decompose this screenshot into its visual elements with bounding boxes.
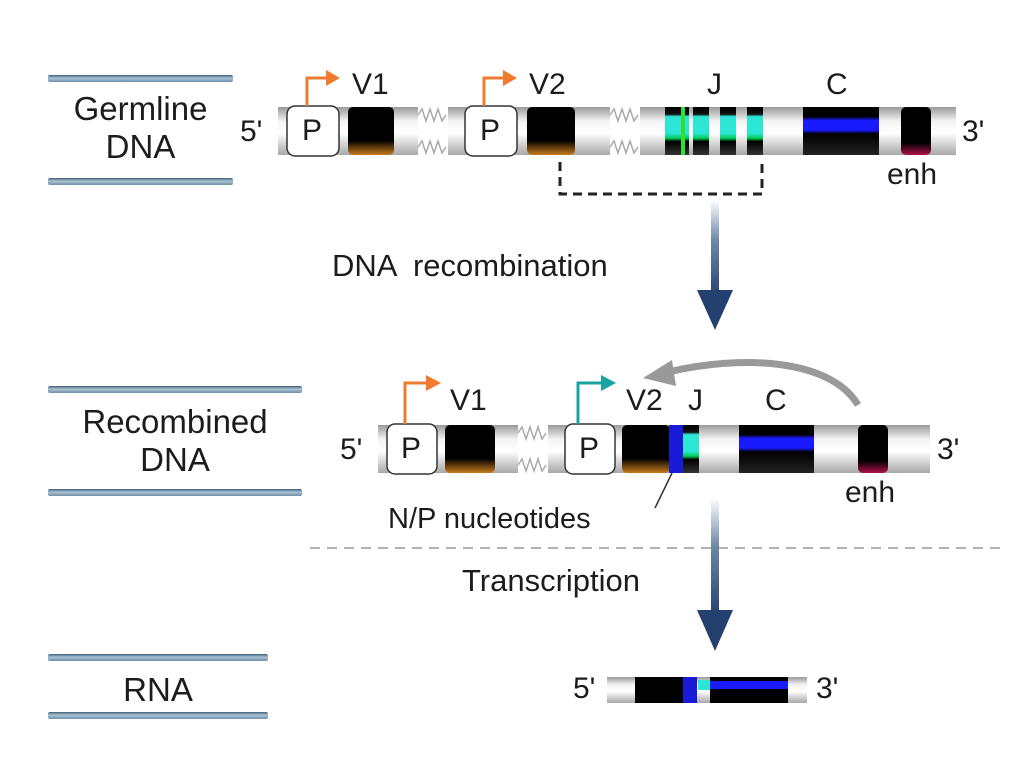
- recombined-promoter-1-arrowhead-icon: [426, 375, 441, 391]
- germline-v1-segment: [348, 107, 394, 155]
- germline-spring-1: [417, 106, 447, 156]
- np-nucleotides-label: N/P nucleotides: [388, 503, 591, 535]
- recombined-5prime-label: 5': [340, 433, 363, 466]
- germline-promoter-2-arrow-icon: [482, 76, 505, 106]
- rna-v2-exon: [635, 677, 685, 703]
- germline-recombination-bracket: [558, 162, 764, 196]
- germline-promoter-2-label: P: [480, 114, 501, 147]
- germline-enh-label: enh: [887, 158, 938, 191]
- germline-v2-label: V2: [529, 68, 566, 101]
- rna-c-exon: [710, 677, 788, 703]
- rna-bottom-bar: [48, 712, 268, 719]
- germline-stage-label: Germline DNA: [48, 90, 233, 166]
- germline-promoter-1-box: [286, 105, 340, 157]
- enhancer-effect-arrow: [667, 359, 862, 407]
- germline-promoter-1-arrow-icon: [305, 76, 328, 106]
- recombined-c-label: C: [765, 384, 787, 417]
- recombined-dna: [378, 359, 930, 509]
- rna-label-line1: RNA: [123, 671, 193, 708]
- recombined-v1-label: V1: [450, 384, 487, 417]
- germline-j-segment-1: [665, 107, 689, 155]
- recombined-v1-segment: [445, 425, 495, 473]
- germline-j-segment-2: [693, 107, 709, 155]
- rna-top-bar: [48, 654, 268, 661]
- germline-promoter-2-box: [464, 105, 518, 157]
- germline-v1-label: V1: [352, 68, 389, 101]
- germline-j-label: J: [707, 68, 722, 101]
- germline-top-bar: [48, 75, 233, 82]
- germline-5prime-label: 5': [240, 115, 263, 148]
- transcription-step-label: Transcription: [462, 563, 641, 598]
- rna-5prime-label: 5': [573, 672, 596, 705]
- germline-c-label: C: [826, 68, 848, 101]
- germline-label-line1: Germline: [73, 90, 208, 127]
- germline-promoter-1-label: P: [302, 114, 323, 147]
- enhancer-effect-arrowhead-icon: [643, 360, 676, 386]
- germline-spring-2: [609, 106, 639, 156]
- recombined-label-line2: DNA: [140, 441, 210, 478]
- recombined-promoter-1-label: P: [401, 432, 422, 465]
- recombination-step-label: DNA recombination: [332, 248, 608, 283]
- rna-3prime-label: 3': [816, 672, 839, 705]
- germline-promoter-1-arrowhead-icon: [326, 70, 340, 86]
- germline-j-segment-4: [747, 107, 763, 155]
- recombined-spring: [517, 424, 547, 474]
- rna-stage-label: RNA: [48, 671, 268, 709]
- transcription-arrowhead-icon: [697, 610, 733, 651]
- recombined-promoter-2-arrowhead-icon: [601, 375, 616, 391]
- recombined-v2-segment: [622, 425, 670, 473]
- recombined-promoter-2-arrow-icon: [576, 381, 603, 424]
- recombined-label-line1: Recombined: [82, 403, 268, 440]
- recombined-promoter-2-label: P: [579, 432, 600, 465]
- recombined-promoter-2-box: [564, 423, 616, 475]
- germline-j-accent: [681, 107, 685, 155]
- recombination-arrowhead-icon: [697, 290, 733, 330]
- germline-label-line2: DNA: [105, 128, 176, 165]
- recombined-enh-label: enh: [845, 476, 896, 509]
- recombined-top-bar: [48, 386, 302, 393]
- germline-promoter-2-arrowhead-icon: [503, 70, 517, 86]
- transcription-arrow-shaft: [711, 498, 719, 618]
- recombined-c-segment: [739, 425, 814, 473]
- germline-bottom-bar: [48, 178, 233, 185]
- recombined-v2-label: V2: [626, 384, 663, 417]
- recombined-stage-label: Recombined DNA: [48, 403, 302, 479]
- rna-c-exon-band: [710, 681, 788, 689]
- np-nucleotides-pointer: [654, 472, 673, 509]
- recombined-j-segment: [683, 425, 699, 473]
- recombined-np-nucleotides: [669, 425, 683, 473]
- recombination-arrow-shaft: [711, 200, 719, 300]
- rna-np-nucleotides: [683, 677, 697, 703]
- recombined-bottom-bar: [48, 489, 302, 496]
- recombined-enhancer: [858, 425, 888, 473]
- recombined-3prime-label: 3': [937, 433, 960, 466]
- germline-enhancer: [901, 107, 931, 155]
- germline-v2-segment: [527, 107, 575, 155]
- recombined-promoter-1-arrow-icon: [403, 381, 428, 424]
- rna-transcript: [607, 677, 807, 703]
- recombined-j-label: J: [688, 384, 703, 417]
- rna-j-exon: [698, 680, 710, 690]
- germline-dna: [278, 70, 956, 196]
- recombined-promoter-1-box: [386, 423, 438, 475]
- germline-3prime-label: 3': [962, 115, 985, 148]
- germline-j-segment-3: [720, 107, 736, 155]
- germline-c-segment: [803, 107, 879, 155]
